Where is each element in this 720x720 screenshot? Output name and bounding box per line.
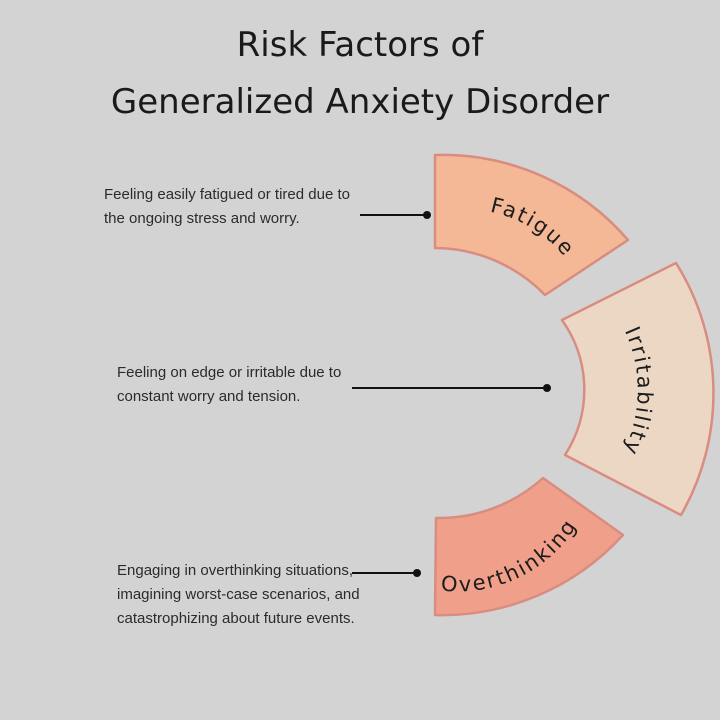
connector-dot-fatigue [423,211,431,219]
irritability-band [560,261,715,517]
irritability-description: Feeling on edge or irritable due to cons… [117,364,342,405]
title-line-2: Generalized Anxiety Disorder [110,82,610,122]
fatigue-band [433,153,630,297]
overthinking-band [433,476,625,617]
connector-fatigue [360,211,431,219]
connector-overthinking [352,569,421,577]
fatigue-description: Feeling easily fatigued or tired due to … [104,186,350,227]
connector-dot-overthinking [413,569,421,577]
segment-irritability: Irritability [560,261,715,517]
segment-overthinking: Overthinking [433,476,625,617]
connector-irritability [352,384,551,392]
overthinking-description: Engaging in overthinking situations, ima… [117,562,360,627]
segment-fatigue: Fatigue [433,153,630,297]
title-line-1: Risk Factors of [236,25,484,65]
connector-dot-irritability [543,384,551,392]
